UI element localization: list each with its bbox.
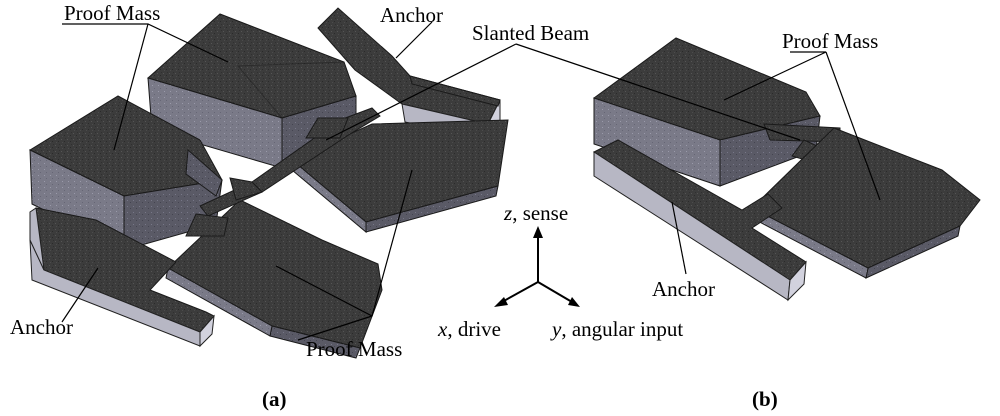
anchor-b (592, 139, 807, 302)
leader-lines (61, 21, 881, 341)
label-proof-mass-b: Proof Mass (782, 29, 878, 53)
label-anchor-bottom-left: Anchor (10, 315, 73, 339)
label-anchor-top: Anchor (380, 3, 443, 27)
proof-mass-bottom-a (165, 199, 383, 359)
panel-b-structure (592, 37, 981, 302)
caption-b: (b) (752, 387, 778, 411)
anchor-bottom-left (29, 207, 215, 348)
caption-a: (a) (262, 387, 287, 411)
coordinate-axes (494, 226, 580, 307)
text-labels: Proof Mass Anchor Slanted Beam Proof Mas… (10, 1, 878, 411)
y-arrowhead-icon (568, 297, 580, 307)
axis-label-z: z, sense (503, 201, 568, 225)
z-arrowhead-icon (533, 226, 543, 238)
panel-a-structure (28, 7, 509, 359)
proof-mass-right-a (291, 119, 509, 234)
label-anchor-b: Anchor (652, 277, 715, 301)
label-slanted-beam: Slanted Beam (472, 21, 589, 45)
label-proof-mass-bottom: Proof Mass (306, 337, 402, 361)
axis-label-x: x, drive (437, 317, 501, 341)
y-axis-arrow (537, 281, 573, 303)
axis-label-y: y, angular input (550, 317, 683, 341)
proof-mass-right-b (751, 127, 981, 279)
x-arrowhead-icon (494, 297, 508, 307)
label-proof-mass-top-left: Proof Mass (64, 1, 160, 25)
x-axis-arrow (501, 281, 539, 303)
